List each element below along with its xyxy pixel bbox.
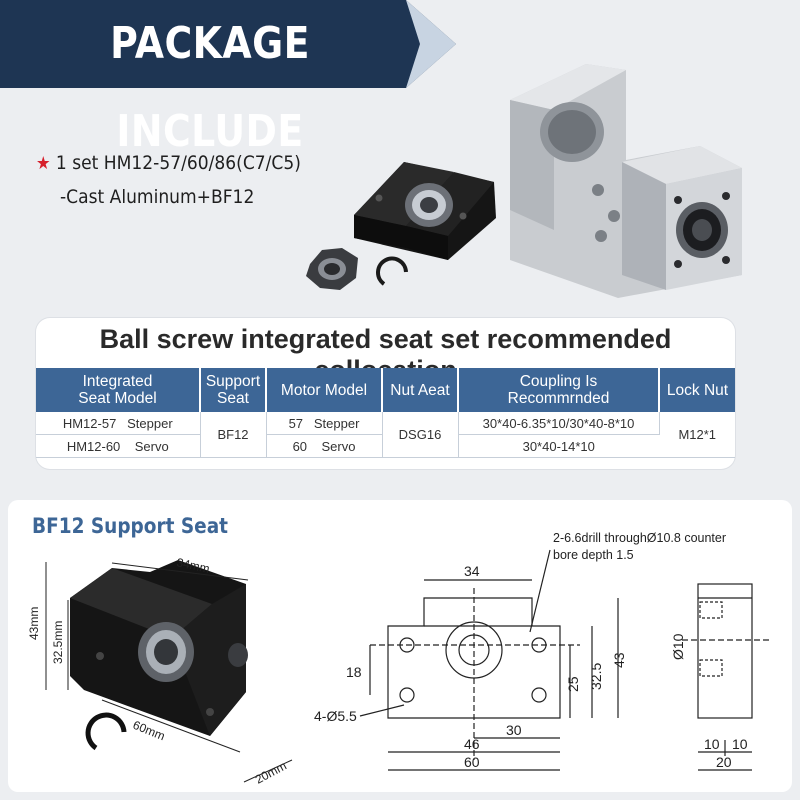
bf12-side-drawing	[682, 583, 770, 771]
col-header-coupling: Coupling Is Recommrnded	[458, 368, 660, 412]
bf12-title: BF12 Support Seat	[32, 514, 229, 538]
dim-label: 46	[464, 736, 480, 752]
package-line-1: ★1 set HM12-57/60/86(C7/C5)	[36, 152, 301, 174]
bf12-drawings: 34mm 43mm 32.5mm 60mm 20mm 34 18 25 32.5…	[27, 549, 770, 787]
table-cell: HM12-60 Servo	[36, 434, 201, 458]
dim-label: 43	[611, 652, 627, 668]
lock-nut-image	[306, 248, 358, 290]
dim-label: 43mm	[27, 607, 41, 640]
dim-label: 60	[464, 754, 480, 770]
dim-label: 25	[565, 676, 581, 692]
col-header-motor-model: Motor Model	[266, 368, 383, 412]
table-cell: 60 Servo	[266, 434, 383, 458]
dim-label: 10	[704, 736, 720, 752]
bf12-front-drawing	[359, 549, 619, 771]
table-cell: HM12-57 Stepper	[36, 412, 201, 435]
callout-text: 2-6.6drill throughØ10.8 counter bore dep…	[553, 531, 727, 562]
table-cell: 57 Stepper	[266, 412, 383, 435]
table-cell: 30*40-14*10	[458, 434, 659, 458]
header-banner: PACKAGE INCLUDE	[0, 0, 456, 157]
star-icon: ★	[36, 153, 51, 174]
table-cell: BF12	[200, 412, 267, 458]
bf12-photo	[45, 560, 293, 783]
circlip-icon	[85, 712, 127, 751]
dim-label: 18	[346, 664, 362, 680]
dim-label: 10	[732, 736, 748, 752]
dim-label: 20	[716, 754, 732, 770]
spec-table-card: Ball screw integrated seat set recommend…	[36, 318, 735, 469]
dim-label: 4-Ø5.5	[314, 708, 357, 724]
table-cell: M12*1	[659, 412, 735, 458]
dim-label: 34	[464, 563, 480, 579]
table-cell: 30*40-6.35*10/30*40-8*10	[458, 412, 660, 435]
circlip-image	[376, 256, 408, 286]
col-header-lock-nut: Lock Nut	[659, 368, 735, 412]
page-title: PACKAGE INCLUDE	[110, 18, 310, 157]
dim-label: 32.5mm	[51, 621, 65, 664]
dim-label: Ø10	[670, 633, 686, 660]
col-header-nut: Nut Aeat	[382, 368, 459, 412]
dim-label: 32.5	[588, 663, 604, 690]
table-cell: DSG16	[382, 412, 459, 458]
dim-label: 60mm	[131, 718, 167, 743]
col-header-seat-model: Integrated Seat Model	[36, 368, 201, 412]
table-row: HM12-57 Stepper BF12 57 Stepper DSG16 30…	[36, 412, 735, 458]
aluminum-seat-image	[510, 64, 742, 298]
dim-label: 30	[506, 722, 522, 738]
dim-label: 34mm	[175, 555, 211, 576]
dim-label: 20mm	[253, 759, 289, 787]
product-illustration	[306, 64, 742, 298]
col-header-support-seat: Support Seat	[200, 368, 267, 412]
bf12-block-image	[354, 162, 496, 260]
spec-table: Integrated Seat Model Support Seat Motor…	[36, 368, 735, 458]
package-line-2: -Cast Aluminum+BF12	[60, 186, 255, 208]
table-row: HM12-60 Servo 60 Servo 30*40-14*10	[36, 434, 735, 458]
